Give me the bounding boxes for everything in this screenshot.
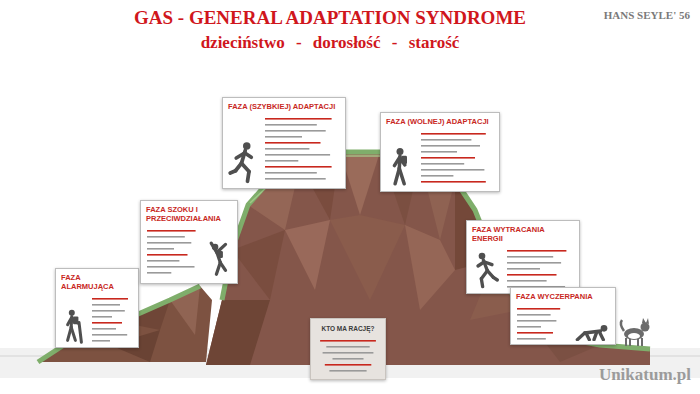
person-silhouette [570, 321, 610, 341]
phase-card: FAZA WYTRACANIA ENERGII [466, 220, 580, 294]
phase-heading: FAZA ALARMUJĄCA [61, 273, 133, 291]
phase-card: FAZA SZOKU I PRZECIWDZIAŁANIA [140, 200, 238, 284]
diagram-title: GAS - GENERAL ADAPTATION SYNDROME [0, 7, 660, 29]
person-figure [206, 240, 232, 280]
phase-heading: FAZA WYCZERPANIA [516, 292, 610, 301]
phase-card: FAZA (WOLNEJ) ADAPTACJI [380, 112, 500, 192]
phase-heading: FAZA (WOLNEJ) ADAPTACJI [386, 117, 494, 126]
person-figure [570, 321, 610, 341]
phase-heading: FAZA WYTRACANIA ENERGII [472, 225, 574, 243]
person-figure [228, 140, 258, 185]
person-silhouette [206, 240, 232, 280]
phase-card: FAZA ALARMUJĄCA [55, 268, 139, 348]
text-placeholder [223, 98, 347, 190]
phase-card: FAZA WYCZERPANIA [510, 287, 616, 345]
person-silhouette [228, 140, 258, 185]
person-silhouette [472, 250, 500, 290]
person-figure [472, 250, 500, 290]
person-figure [61, 308, 85, 344]
watermark: Unikatum.pl [599, 365, 691, 385]
subtitle: dzieciństwo - dorosłość - starość [0, 33, 660, 53]
phase-heading: KTO MA RACJĘ? [315, 325, 381, 333]
person-silhouette [386, 146, 414, 188]
person-figure [386, 146, 414, 188]
phase-heading: FAZA SZOKU I PRZECIWDZIAŁANIA [146, 205, 232, 223]
dog-figure [621, 318, 650, 346]
author-note: HANS SEYLE' 56 [604, 9, 690, 21]
phase-heading: FAZA (SZYBKIEJ) ADAPTACJI [228, 102, 340, 111]
person-silhouette [61, 308, 85, 344]
phase-card: FAZA (SZYBKIEJ) ADAPTACJI [222, 97, 346, 189]
placeholder-lines [223, 98, 347, 190]
question-box: KTO MA RACJĘ? [310, 318, 386, 380]
